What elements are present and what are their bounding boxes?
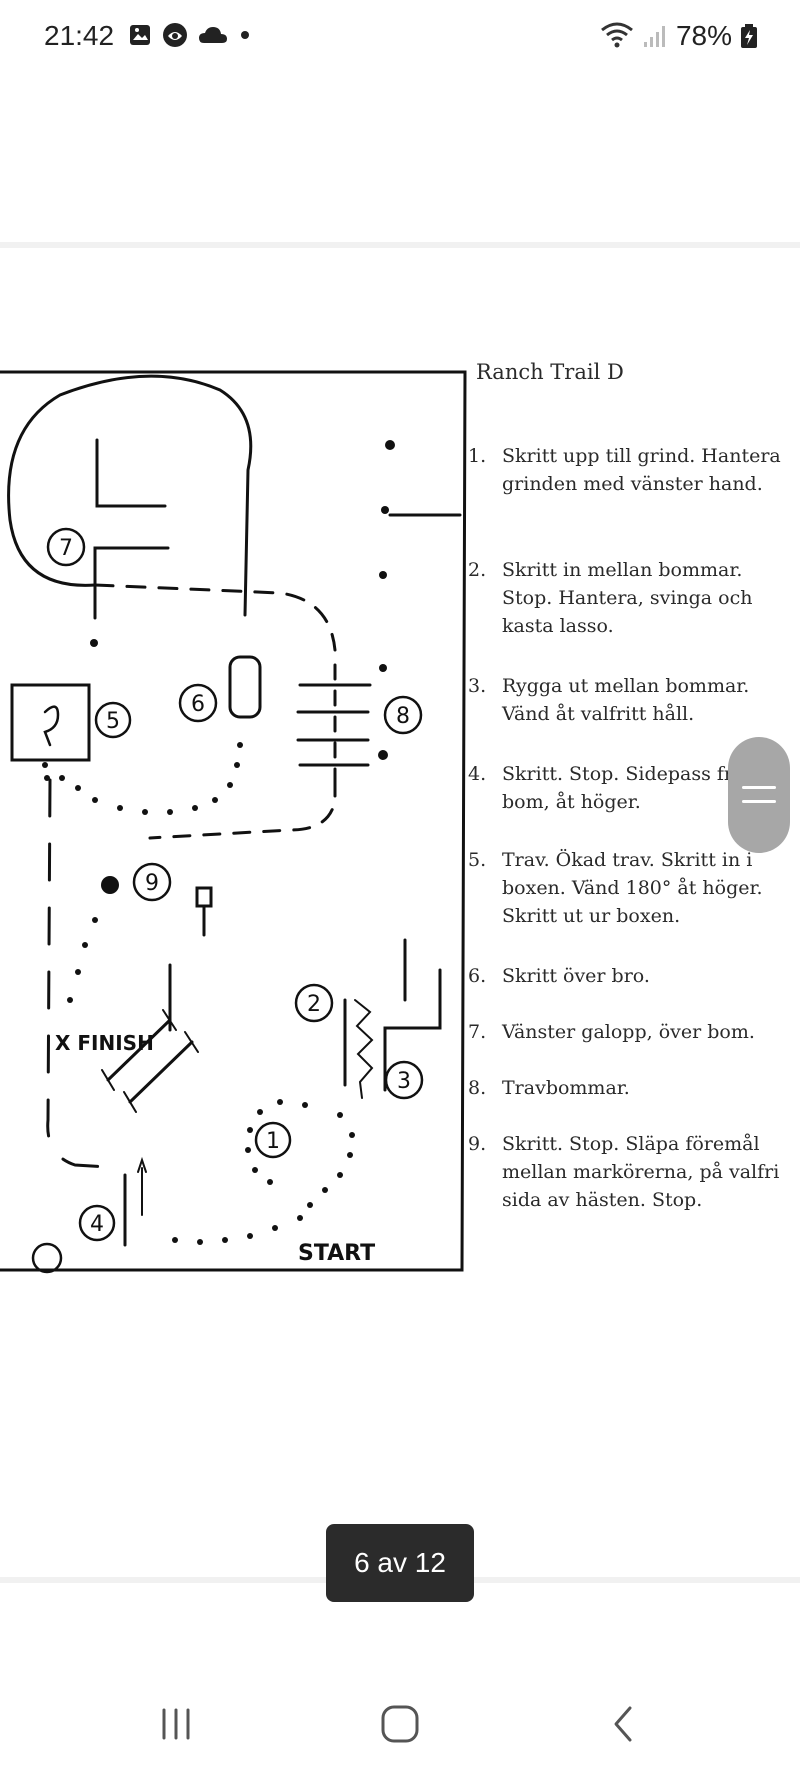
marker-2: 2 (307, 992, 321, 1017)
wifi-icon (601, 22, 633, 48)
cloud-icon (199, 27, 227, 43)
notification-icons (128, 22, 252, 48)
arena-diagram: 7 5 6 8 9 2 3 1 4 X FINISH START (0, 370, 467, 1274)
arena-border (0, 370, 467, 1272)
marker-6: 6 (191, 692, 205, 717)
status-time: 21:42 (44, 20, 115, 51)
dashed-route-top (93, 583, 337, 652)
back-button[interactable] (606, 1702, 642, 1746)
pole-3a (383, 968, 442, 1092)
pole-l-upper (95, 438, 167, 508)
battery-level: 78% (675, 20, 732, 51)
signal-icon (643, 26, 665, 47)
page-indicator: 6 av 12 (326, 1524, 474, 1602)
marker-9: 9 (145, 871, 159, 896)
home-button[interactable] (378, 1702, 422, 1746)
status-bar: 21:42 78% (0, 0, 800, 78)
marker-1: 1 (266, 1129, 280, 1154)
loop-path (7, 374, 253, 617)
recent-apps-button[interactable] (156, 1704, 196, 1744)
marker-post (195, 886, 213, 908)
battery-icon (741, 24, 757, 48)
marker-3: 3 (397, 1069, 411, 1094)
handle-line-bottom (742, 800, 776, 803)
box-5 (10, 683, 91, 762)
marker-5: 5 (106, 709, 120, 734)
bridge-6 (228, 655, 262, 719)
document-title: Ranch Trail D (476, 360, 624, 384)
gallery-icon (130, 25, 150, 45)
document-page[interactable] (0, 250, 800, 1575)
start-label: START (298, 1241, 375, 1266)
finish-label: X FINISH (55, 1031, 154, 1055)
cross-pole-1 (106, 1018, 172, 1082)
face-icon (163, 23, 187, 47)
marker-8: 8 (396, 704, 410, 729)
side-panel-handle[interactable] (728, 737, 790, 853)
cross-pole-2 (128, 1040, 194, 1104)
marker-4: 4 (90, 1212, 104, 1237)
navigation-bar (0, 1680, 800, 1770)
pole-l-lower (93, 546, 170, 620)
status-right: 78% (600, 20, 758, 52)
dot-icon (241, 31, 249, 39)
handle-line-top (742, 786, 776, 789)
page-divider-top (0, 242, 800, 248)
marker-7: 7 (59, 536, 73, 561)
dashed-route-left (46, 778, 127, 1170)
